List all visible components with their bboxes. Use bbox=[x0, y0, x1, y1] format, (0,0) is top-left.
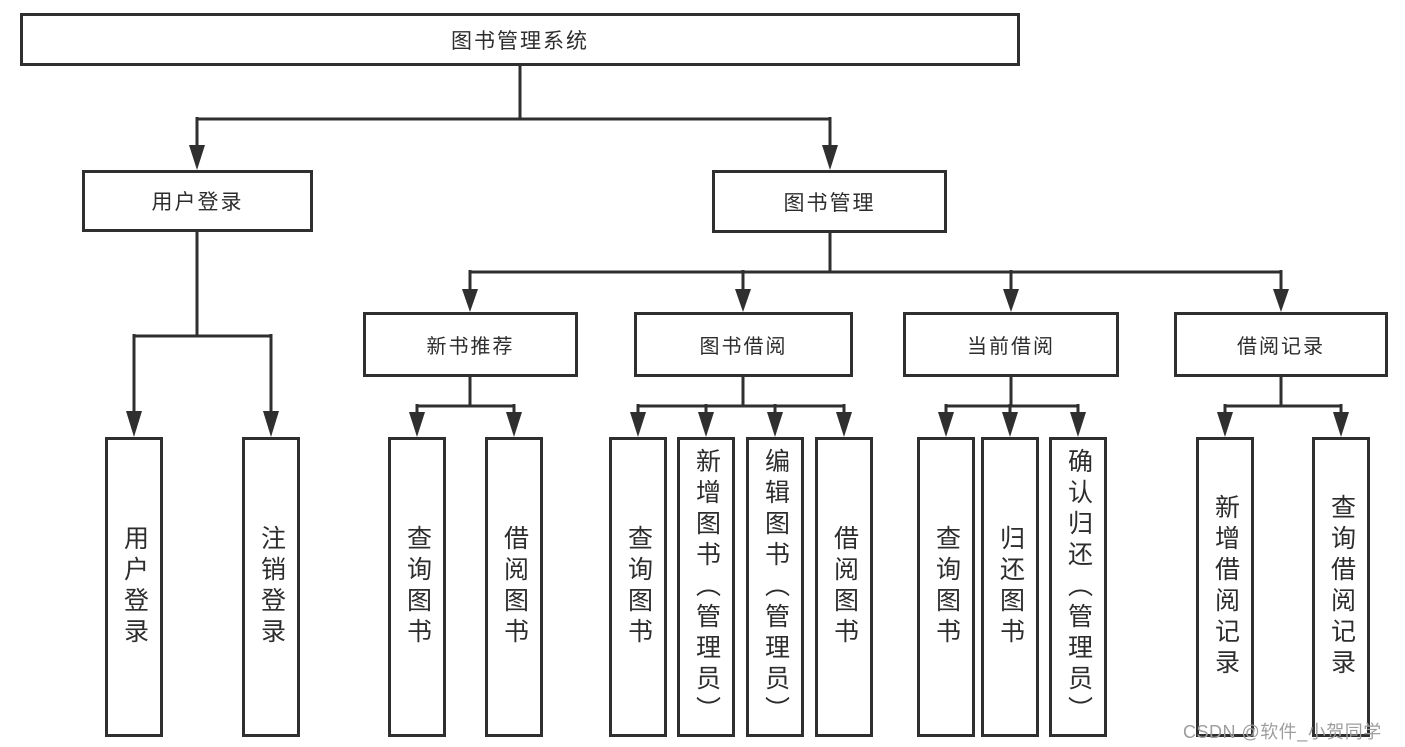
leaf-current-return-books-label: 归还图书 bbox=[996, 525, 1025, 649]
leaf-newbooks-borrow-books: 借阅图书 bbox=[485, 437, 543, 737]
leaf-borrow-borrow-books-label: 借阅图书 bbox=[830, 525, 859, 649]
node-user-login: 用户登录 bbox=[82, 170, 313, 232]
leaf-current-confirm-return-admin: 确认归还（管理员） bbox=[1049, 437, 1107, 737]
leaf-newbooks-borrow-books-label: 借阅图书 bbox=[500, 525, 529, 649]
leaf-current-query-books: 查询图书 bbox=[917, 437, 975, 737]
leaf-user-login: 用户登录 bbox=[105, 437, 163, 737]
leaf-borrow-edit-books-admin: 编辑图书（管理员） bbox=[746, 437, 804, 737]
leaf-records-query-record-label: 查询借阅记录 bbox=[1327, 494, 1356, 680]
leaf-newbooks-query-books: 查询图书 bbox=[388, 437, 446, 737]
leaf-records-add-record-label: 新增借阅记录 bbox=[1211, 494, 1240, 680]
leaf-borrow-add-books-admin-label: 新增图书（管理员） bbox=[692, 447, 721, 727]
leaf-records-add-record: 新增借阅记录 bbox=[1196, 437, 1254, 737]
leaf-records-query-record: 查询借阅记录 bbox=[1312, 437, 1370, 737]
arrowheads bbox=[126, 145, 1349, 437]
leaf-logout: 注销登录 bbox=[242, 437, 300, 737]
leaf-borrow-edit-books-admin-label: 编辑图书（管理员） bbox=[761, 447, 790, 727]
node-borrowing-records: 借阅记录 bbox=[1174, 312, 1388, 377]
leaf-current-return-books: 归还图书 bbox=[981, 437, 1039, 737]
node-root: 图书管理系统 bbox=[20, 13, 1020, 66]
leaf-borrow-query-books-label: 查询图书 bbox=[624, 525, 653, 649]
leaf-user-login-label: 用户登录 bbox=[120, 525, 149, 649]
leaf-current-confirm-return-admin-label: 确认归还（管理员） bbox=[1064, 447, 1093, 727]
node-book-management: 图书管理 bbox=[712, 170, 947, 233]
node-current-borrowing: 当前借阅 bbox=[903, 312, 1119, 377]
leaf-borrow-borrow-books: 借阅图书 bbox=[815, 437, 873, 737]
leaf-borrow-add-books-admin: 新增图书（管理员） bbox=[677, 437, 735, 737]
node-book-borrowing: 图书借阅 bbox=[634, 312, 853, 377]
csdn-watermark: CSDN @软件_小贺同学 bbox=[1183, 722, 1382, 742]
leaf-logout-label: 注销登录 bbox=[257, 525, 286, 649]
leaf-newbooks-query-books-label: 查询图书 bbox=[403, 525, 432, 649]
leaf-current-query-books-label: 查询图书 bbox=[932, 525, 961, 649]
leaf-borrow-query-books: 查询图书 bbox=[609, 437, 667, 737]
node-new-book-recommend: 新书推荐 bbox=[363, 312, 578, 377]
